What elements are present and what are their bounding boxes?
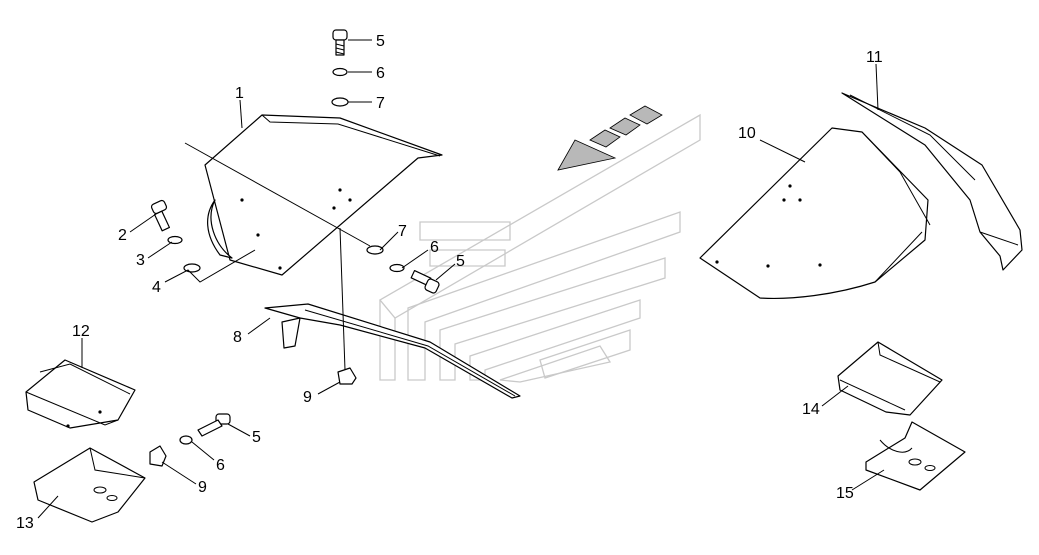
part-8-bracket xyxy=(264,227,521,399)
washer-7-top xyxy=(331,97,349,107)
part-10-panel xyxy=(699,127,931,299)
hole-icon xyxy=(332,206,336,210)
hole-icon xyxy=(338,188,342,192)
hole-icon xyxy=(98,410,102,414)
lock-washer-6-lower xyxy=(179,435,193,445)
watermark-logo xyxy=(379,113,701,383)
lock-washer-6-mid xyxy=(389,263,405,273)
direction-arrow xyxy=(557,105,663,171)
bolt-2 xyxy=(150,199,171,232)
hole-icon xyxy=(788,184,792,188)
callout-6-mid: 6 xyxy=(430,239,439,256)
hole-icon xyxy=(798,198,802,202)
callout-7-mid: 7 xyxy=(398,223,407,240)
bolt-5-mid xyxy=(410,269,440,294)
lock-washer-6-top xyxy=(332,67,348,77)
callout-9-lower: 9 xyxy=(198,479,207,496)
callout-8: 8 xyxy=(233,329,242,346)
callout-3: 3 xyxy=(136,252,145,269)
hole-icon xyxy=(240,198,244,202)
hole-icon xyxy=(715,260,719,264)
hole-icon xyxy=(348,198,352,202)
callout-5-lower: 5 xyxy=(252,429,261,446)
part-11-flap xyxy=(841,92,1023,271)
part-1-main-cover xyxy=(184,114,443,276)
bolt-5-lower xyxy=(197,413,231,437)
callout-6-lower: 6 xyxy=(216,457,225,474)
part-15-guard xyxy=(865,421,966,491)
hole-icon xyxy=(278,266,282,270)
bolt-5-top xyxy=(332,29,348,56)
callout-14: 14 xyxy=(802,401,820,418)
callout-12: 12 xyxy=(72,323,90,340)
callout-6-top: 6 xyxy=(376,65,385,82)
leader-lines xyxy=(37,39,885,519)
lock-washer-3 xyxy=(167,235,183,245)
callout-2: 2 xyxy=(118,227,127,244)
hole-icon xyxy=(256,233,260,237)
callout-13: 13 xyxy=(16,515,34,532)
callout-5-mid: 5 xyxy=(456,253,465,270)
callout-labels: 1 2 3 4 5 6 7 7 6 5 8 9 10 11 12 13 5 6 … xyxy=(16,33,883,532)
callout-10: 10 xyxy=(738,125,756,142)
part-12-guard xyxy=(25,359,136,429)
callout-1: 1 xyxy=(235,85,244,102)
nut-9-lower xyxy=(149,445,167,467)
part-14-guard xyxy=(837,341,943,416)
callout-4: 4 xyxy=(152,279,161,296)
hole-icon xyxy=(66,424,70,428)
washer-7-mid xyxy=(366,245,384,255)
callout-9-mid: 9 xyxy=(303,389,312,406)
hole-icon xyxy=(766,264,770,268)
nut-9-mid xyxy=(337,367,357,385)
hole-icon xyxy=(818,263,822,267)
hole-icon xyxy=(782,198,786,202)
callout-11: 11 xyxy=(866,49,883,66)
callout-5-top: 5 xyxy=(376,33,385,50)
part-13-guard xyxy=(33,447,146,523)
callout-15: 15 xyxy=(836,485,854,502)
callout-7-top: 7 xyxy=(376,95,385,112)
